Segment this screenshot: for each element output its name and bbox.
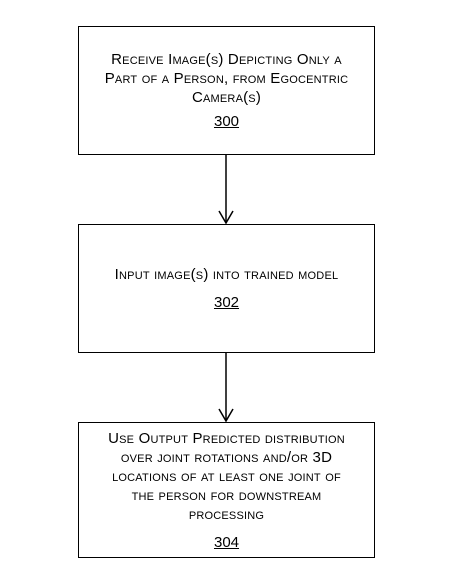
step-304-ref: 304	[213, 533, 240, 551]
arrow-head-1	[218, 210, 234, 225]
flowchart-step-304: Use Output Predicted distribution over j…	[78, 422, 375, 558]
arrow-300-to-302	[218, 155, 234, 225]
step-300-text: Receive Image(s) Depicting Only a Part o…	[104, 51, 349, 106]
arrow-302-to-304	[218, 353, 234, 423]
step-302-text: Input image(s) into trained model	[114, 266, 339, 283]
step-300-ref: 300	[213, 113, 240, 130]
flowchart-step-302: Input image(s) into trained model 302	[78, 224, 375, 353]
step-302-ref: 302	[213, 294, 240, 311]
arrow-head-2	[218, 408, 234, 423]
flowchart-step-300: Receive Image(s) Depicting Only a Part o…	[78, 26, 375, 155]
step-304-text: Use Output Predicted distribution over j…	[108, 429, 345, 523]
